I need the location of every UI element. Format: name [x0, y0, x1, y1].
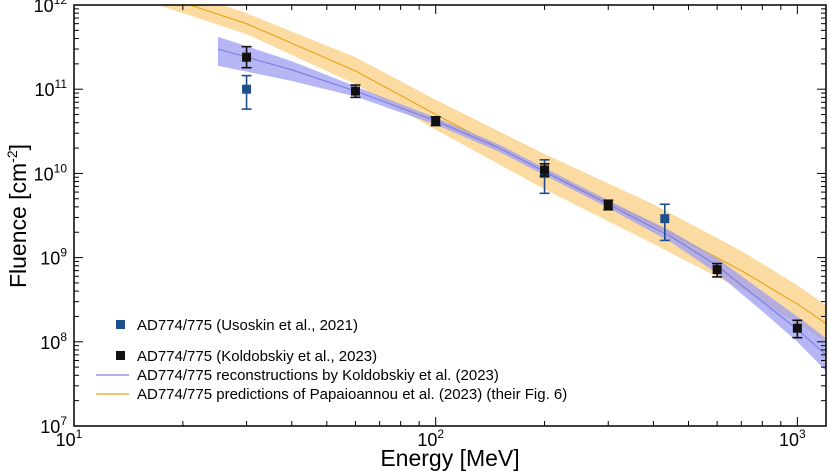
data-point-koldobskiy	[430, 116, 441, 127]
y-tick-base: 10	[34, 0, 54, 16]
y-tick-label: 108	[40, 330, 67, 353]
legend-entry-koldobskiy-band: AD774/775 reconstructions by Koldobskiy …	[96, 367, 499, 384]
legend-label-usoskin: AD774/775 (Usoskin et al., 2021)	[137, 317, 358, 334]
marker-koldobskiy	[712, 265, 722, 275]
y-axis-title-main: Fluence [cm	[5, 163, 31, 288]
data-point-koldobskiy	[792, 319, 803, 339]
y-tick-base: 10	[35, 80, 55, 100]
data-point-koldobskiy	[539, 163, 550, 177]
data-point-usoskin	[659, 203, 670, 242]
y-tick-label: 107	[40, 414, 67, 437]
legend-entry-usoskin: AD774/775 (Usoskin et al., 2021)	[116, 317, 358, 334]
y-tick-exp: 9	[60, 246, 67, 260]
x-tick-base: 10	[779, 430, 799, 450]
data-point-koldobskiy	[603, 199, 614, 211]
x-tick-base: 10	[56, 430, 76, 450]
points-layer	[241, 45, 803, 339]
x-tick-base: 10	[417, 430, 437, 450]
x-tick-label: 101	[56, 427, 83, 450]
y-tick-label: 1011	[35, 77, 68, 100]
legend-marker-koldobskiy-points	[116, 351, 125, 360]
y-tick-base: 10	[34, 164, 54, 184]
marker-koldobskiy	[603, 200, 613, 210]
legend-label-koldobskiy-band: AD774/775 reconstructions by Koldobskiy …	[137, 367, 499, 384]
x-axis-title: Energy [MeV]	[380, 445, 519, 471]
marker-koldobskiy	[792, 323, 802, 333]
band-koldobskiy	[217, 36, 826, 371]
marker-koldobskiy	[431, 116, 441, 126]
x-tick-label: 102	[417, 427, 444, 450]
legend-label-koldobskiy-points: AD774/775 (Koldobskiy et al., 2023)	[137, 348, 377, 365]
x-tick-exp: 1	[76, 427, 83, 441]
y-axis-title-sup: -2	[4, 150, 20, 163]
data-point-koldobskiy	[712, 262, 723, 278]
y-tick-exp: 11	[55, 77, 68, 91]
y-tick-label: 1010	[34, 161, 68, 184]
y-tick-exp: 8	[60, 330, 67, 344]
legend-entry-papaioannou-band: AD774/775 predictions of Papaioannou et …	[96, 386, 567, 403]
marker-usoskin	[242, 84, 252, 94]
line-koldobskiy	[217, 48, 826, 356]
y-axis-title-end: ]	[5, 144, 31, 150]
data-point-koldobskiy	[241, 45, 252, 69]
y-tick-base: 10	[40, 417, 60, 437]
x-tick-label: 103	[779, 427, 806, 450]
legend-entry-koldobskiy-points: AD774/775 (Koldobskiy et al., 2023)	[116, 348, 377, 365]
x-tick-exp: 3	[799, 427, 806, 441]
y-tick-exp: 12	[54, 0, 68, 7]
y-tick-exp: 10	[54, 161, 68, 175]
y-tick-base: 10	[40, 333, 60, 353]
y-tick-base: 10	[40, 249, 60, 269]
y-tick-label: 109	[40, 246, 67, 269]
legend: AD774/775 (Usoskin et al., 2021) AD774/7…	[96, 317, 567, 403]
ticks-layer	[73, 4, 826, 427]
plot-frame	[73, 4, 827, 427]
data-point-koldobskiy	[350, 84, 361, 99]
legend-label-papaioannou-band: AD774/775 predictions of Papaioannou et …	[137, 386, 567, 403]
marker-koldobskiy	[540, 165, 550, 175]
legend-marker-usoskin	[116, 320, 125, 329]
x-tick-exp: 2	[437, 427, 444, 441]
y-tick-label: 1012	[34, 0, 68, 16]
y-axis-title: Fluence [cm-2]	[4, 144, 31, 288]
marker-koldobskiy	[242, 52, 252, 62]
band-layer	[158, 5, 826, 371]
marker-koldobskiy	[350, 86, 360, 96]
marker-usoskin	[660, 214, 670, 224]
y-tick-exp: 7	[60, 414, 67, 428]
data-point-usoskin	[241, 74, 252, 110]
